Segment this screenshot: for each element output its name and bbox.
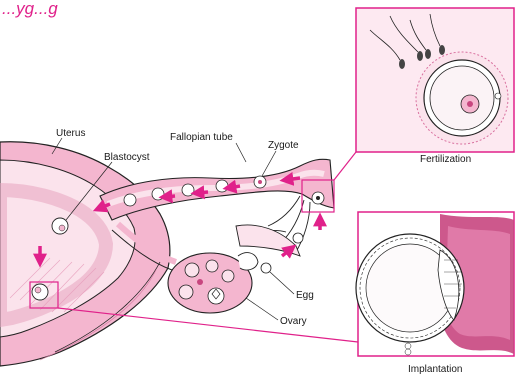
implantation-inset: Implantation <box>356 212 514 375</box>
fertilization-caption: Fertilization <box>420 154 471 165</box>
label-egg: Egg <box>296 290 314 301</box>
fertilization-inset: Fertilization <box>356 8 514 165</box>
label-uterus: Uterus <box>56 128 85 139</box>
label-zygote: Zygote <box>268 140 299 151</box>
uterus-illustration <box>0 142 170 366</box>
label-ovary: Ovary <box>280 316 307 327</box>
title-fragment: ...yg...g <box>2 0 58 18</box>
ovary-illustration <box>168 253 258 313</box>
egg-cell <box>261 263 271 273</box>
implantation-caption: Implantation <box>408 364 462 375</box>
label-blastocyst: Blastocyst <box>104 152 150 163</box>
label-fallopian-tube: Fallopian tube <box>170 132 233 143</box>
